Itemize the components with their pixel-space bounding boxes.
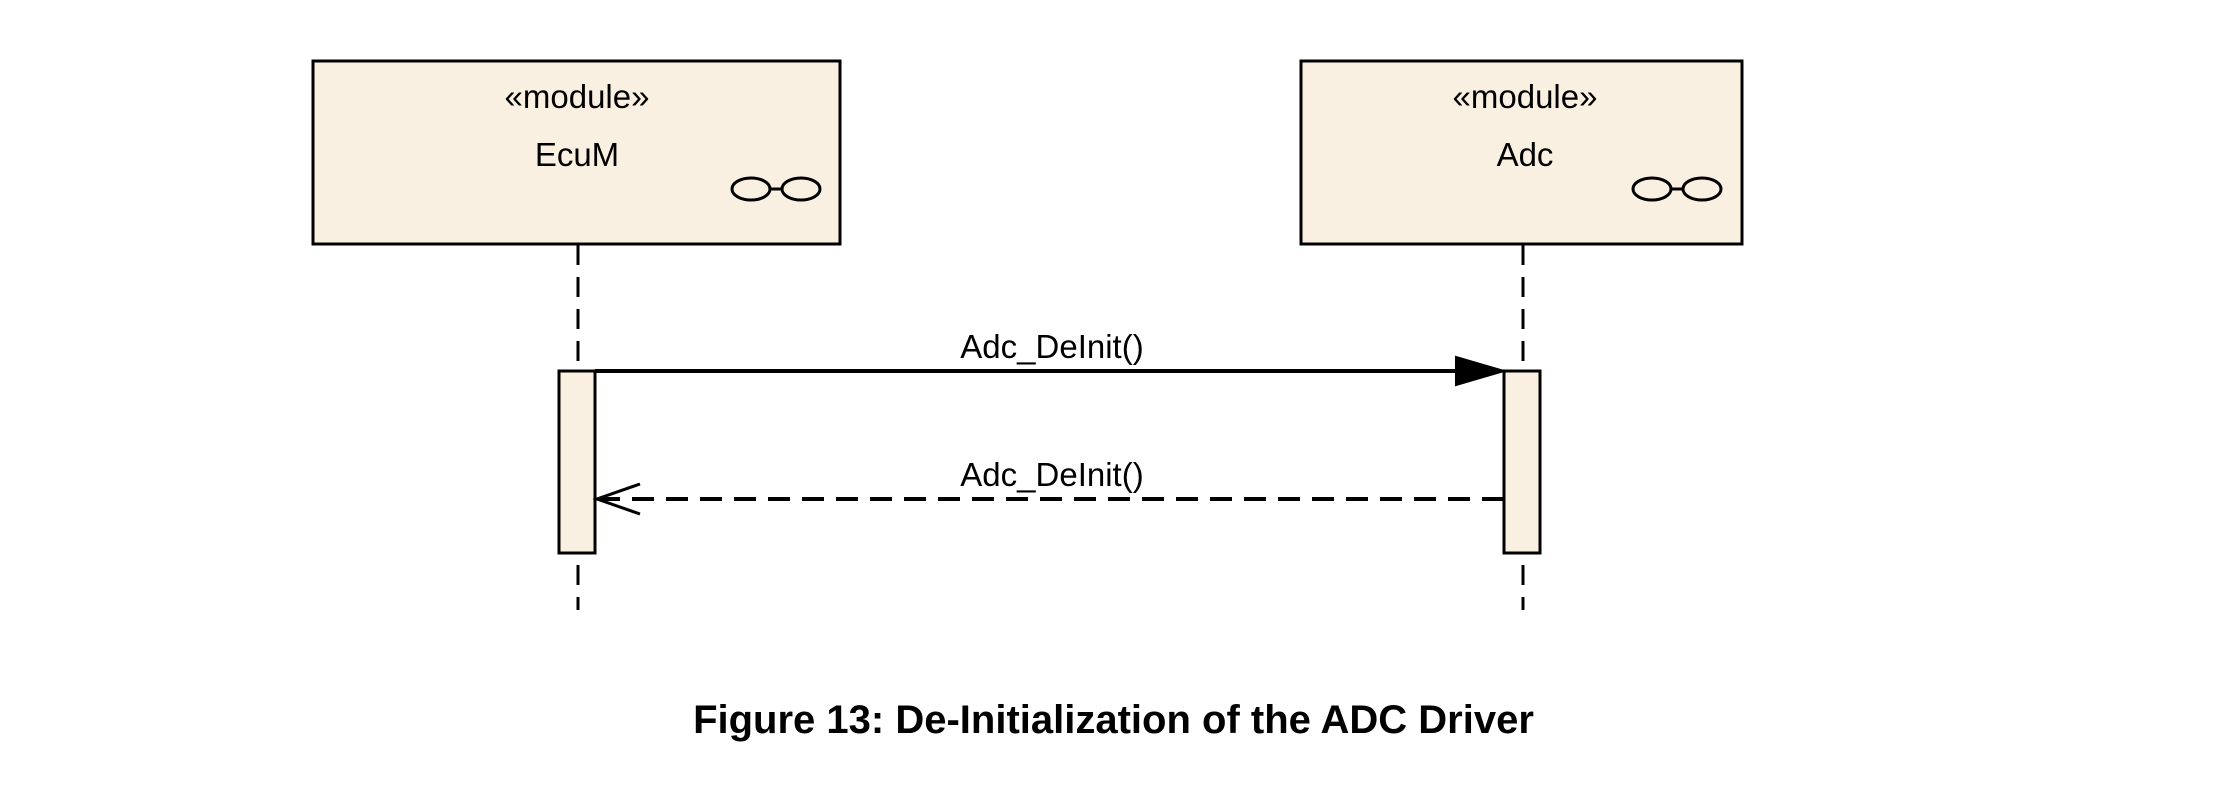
activation-bar-adc [1502,369,1542,555]
message-call: Adc_DeInit() [595,328,1508,387]
figure-caption: Figure 13: De-Initialization of the ADC … [693,698,1534,742]
component-icon [730,176,822,202]
participant-ecum-name: EcuM [535,136,619,173]
filled-arrowhead-icon [1455,355,1508,387]
message-call-label: Adc_DeInit() [960,328,1143,365]
participant-ecum-stereotype: «module» [505,78,650,115]
participant-ecum: «module» EcuM [311,59,842,246]
participant-adc: «module» Adc [1299,59,1744,246]
participant-adc-name: Adc [1497,136,1554,173]
activation-bar-ecum [557,369,597,555]
component-icon [1631,176,1723,202]
open-arrowhead-icon [592,482,641,516]
message-return-label: Adc_DeInit() [960,456,1143,493]
participant-adc-stereotype: «module» [1453,78,1598,115]
message-return: Adc_DeInit() [592,456,1504,516]
